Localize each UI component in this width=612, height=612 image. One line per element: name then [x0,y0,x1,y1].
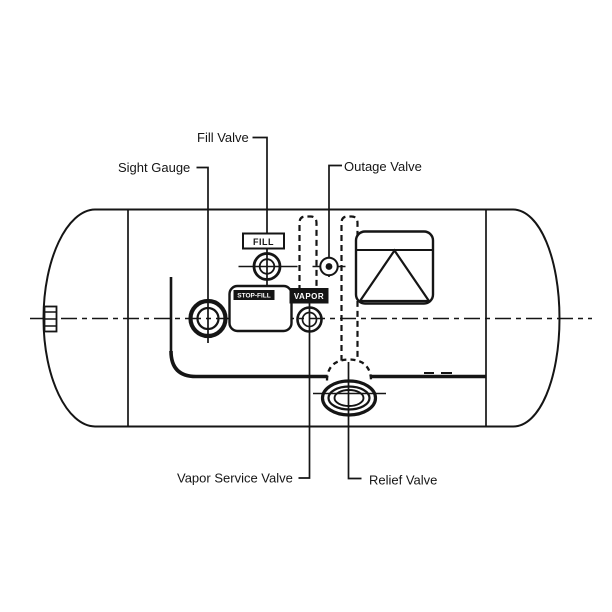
warning-triangle-icon [357,248,432,303]
vapor-dip-tube-hidden-line [298,215,318,291]
relief-tube-hidden-line [340,215,359,361]
fill-data-plate-bar [233,290,275,300]
fill-valve-assembly: FILL STOP-FILL [228,136,298,333]
outage-valve-label: Outage Valve [344,159,422,174]
sight-gauge-inner-circle [196,306,220,331]
vapor-service-valve-leader-line [298,303,311,479]
vapor-service-valve-assembly: VAPOR [289,288,329,479]
fill-valve-inner-circle [258,258,276,275]
relief-valve-label: Relief Valve [369,473,437,488]
sight-gauge-outer-circle [188,298,228,339]
fill-data-plate-text: STOP-FILL [237,293,270,300]
sight-gauge-leader-line [196,166,209,343]
fill-marking-text: FILL [253,237,274,247]
left-end-plug [43,305,58,333]
interior-outline-horizontal [169,350,486,379]
vapor-service-valve-inner-circle [301,311,318,328]
tank-outline [42,208,561,428]
vapor-marking-text: VAPOR [294,292,324,301]
sight-gauge-label: Sight Gauge [118,160,190,175]
warning-plate [354,230,435,305]
vapor-service-valve-outer-circle [296,306,323,333]
relief-valve-leader-line [347,362,362,480]
fill-valve-outer-circle [252,252,282,281]
outage-valve-assembly [312,164,346,277]
sight-gauge-assembly [188,166,228,343]
fill-marking-plate [242,232,285,250]
relief-valve-assembly [313,358,386,480]
fill-valve-label: Fill Valve [197,130,249,145]
vapor-marking-plate [289,288,329,304]
vapor-service-valve-label: Vapor Service Valve [177,471,293,486]
outage-valve-leader-line [328,164,342,277]
outage-valve-center-dot [325,263,333,270]
